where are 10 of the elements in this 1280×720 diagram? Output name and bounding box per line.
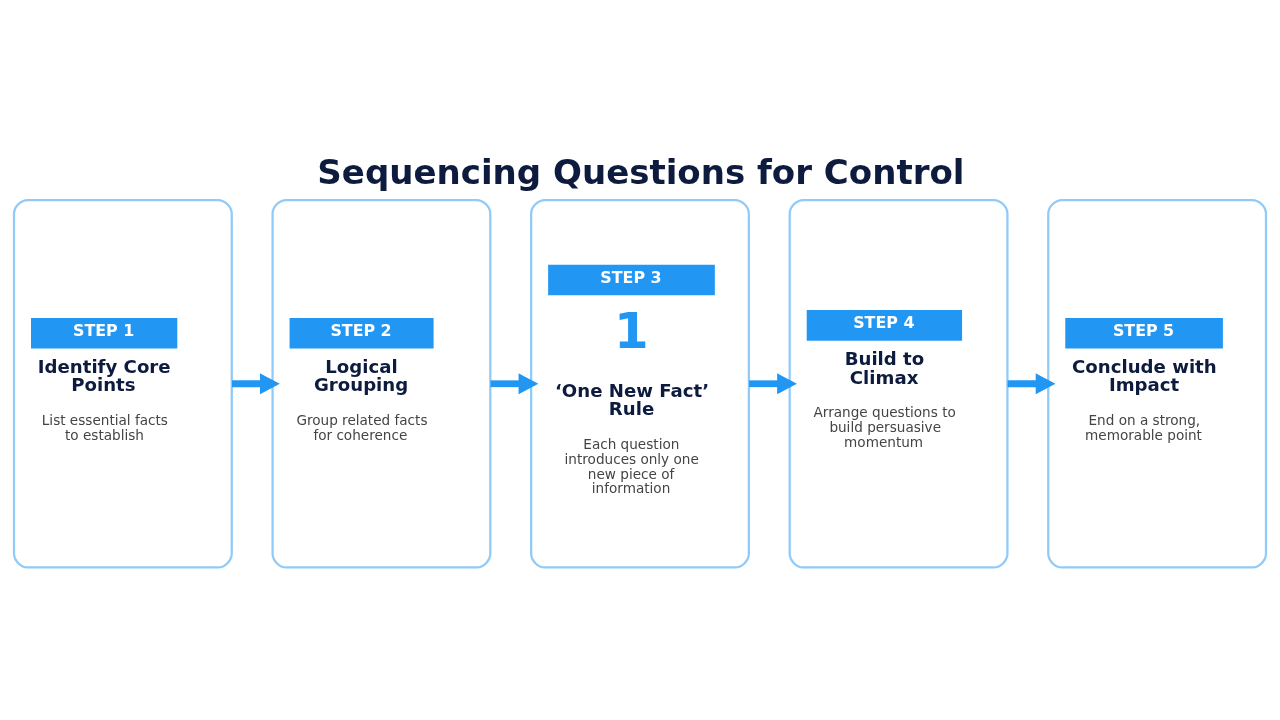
node-box: STEP 3 1 ‘One New Fact’ Rule Each question introduces only one new piece of information bbox=[530, 198, 750, 569]
node-box: STEP 2 Logical Grouping Group related facts for coherence bbox=[271, 198, 492, 569]
arrow bbox=[749, 372, 797, 394]
node-box: STEP 1 Identify Core Points List essential facts to establish bbox=[12, 198, 233, 569]
arrow bbox=[231, 372, 280, 394]
arrow bbox=[1007, 372, 1056, 394]
node-box: STEP 4 Build to Climax Arrange questions to build persuasive momentum bbox=[788, 198, 1009, 569]
arrow bbox=[490, 372, 539, 394]
node-box: STEP 5 Conclude with Impact End on a strong, memorable point bbox=[1047, 198, 1268, 569]
diagram-title: Sequencing Questions for Control bbox=[317, 151, 965, 192]
